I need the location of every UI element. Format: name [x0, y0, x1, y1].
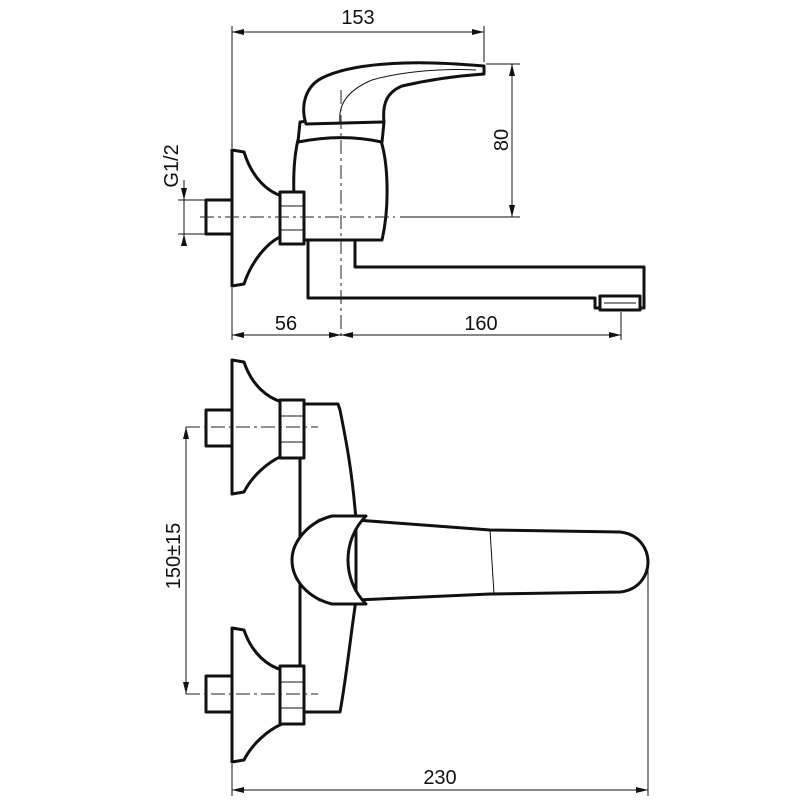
dimensions: 153 80 G1/2 56 160 150±15 — [161, 7, 649, 796]
dim-160-label: 160 — [464, 313, 497, 335]
dim-150-label: 150±15 — [163, 523, 185, 590]
side-body — [292, 130, 389, 242]
side-lever — [302, 61, 486, 126]
front-cap — [290, 514, 368, 606]
dim-153-label: 153 — [341, 7, 374, 29]
front-lever — [354, 518, 650, 602]
side-flange — [230, 148, 284, 288]
dim-230-label: 230 — [423, 767, 456, 789]
dim-80-label: 80 — [491, 129, 513, 151]
front-upper-pipe — [204, 408, 234, 448]
dim-thread-label: G1/2 — [161, 144, 183, 187]
side-view — [200, 61, 646, 336]
side-spout — [306, 238, 646, 310]
front-lower-flange — [230, 626, 284, 764]
front-lower-nut — [278, 664, 306, 726]
front-view — [186, 358, 650, 764]
front-upper-nut — [278, 398, 306, 460]
dim-56-label: 56 — [275, 313, 297, 335]
side-nut — [278, 190, 306, 246]
